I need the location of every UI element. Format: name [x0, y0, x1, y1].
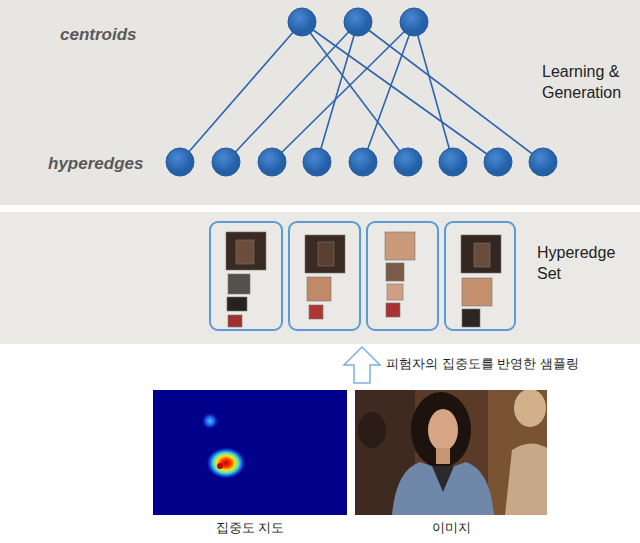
- photo: [355, 390, 547, 515]
- image-caption: 집중도 지도: [153, 520, 347, 537]
- row-label: hyperedges: [48, 153, 168, 175]
- hyperedge-boxes: [210, 222, 515, 330]
- arrow-label: 피험자의 집중도를 반영한 샘플링: [386, 356, 636, 373]
- attention-map: [153, 390, 347, 515]
- sampling-arrow: [344, 347, 380, 383]
- stage-label: Hyperedge Set: [537, 243, 637, 285]
- centroid-circles: [288, 8, 428, 36]
- row-label: centroids: [60, 24, 180, 46]
- stage-label: Learning & Generation: [542, 62, 638, 104]
- image-caption: 이미지: [355, 520, 547, 537]
- image-patches: [226, 232, 501, 327]
- link-lines: [180, 22, 543, 162]
- hyperedge-circles: [166, 148, 557, 176]
